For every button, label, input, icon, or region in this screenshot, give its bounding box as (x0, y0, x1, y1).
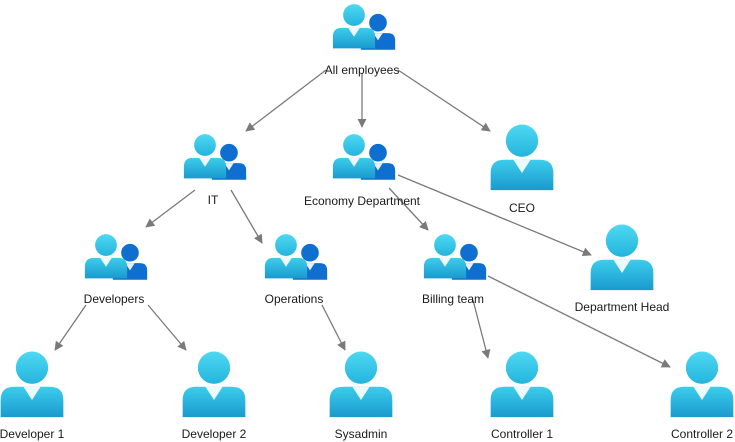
label-it: IT (207, 193, 219, 207)
node-all-employees[interactable] (332, 4, 396, 50)
person-icon (0, 351, 64, 418)
edge-developers-to-developer_1 (54, 304, 87, 351)
edge-billing_team-to-controller_2 (487, 275, 671, 368)
node-economy-department[interactable] (332, 134, 396, 180)
node-ceo[interactable] (490, 124, 554, 191)
person-icon (182, 351, 246, 418)
label-controller-2: Controller 2 (670, 427, 734, 441)
label-developer-1: Developer 1 (0, 427, 65, 441)
group-icon (332, 4, 396, 50)
edge-operations-to-sysadmin (321, 304, 346, 351)
edge-all_employees-to-it (245, 69, 327, 132)
node-it[interactable] (183, 134, 247, 180)
edge-it-to-operations (230, 189, 263, 244)
label-department-head: Department Head (574, 300, 670, 314)
person-icon (590, 224, 654, 291)
group-icon (84, 234, 148, 280)
edge-all_employees-to-ceo (397, 69, 491, 132)
node-department-head[interactable] (590, 224, 654, 291)
node-developers[interactable] (84, 234, 148, 280)
node-sysadmin[interactable] (329, 351, 393, 418)
label-all-employees: All employees (324, 63, 400, 77)
group-icon (332, 134, 396, 180)
node-billing-team[interactable] (423, 234, 487, 280)
node-controller-2[interactable] (670, 351, 734, 418)
group-icon (264, 234, 328, 280)
edge-it-to-developers (145, 189, 196, 228)
label-sysadmin: Sysadmin (334, 427, 388, 441)
edge-economy_department-to-billing_team (388, 187, 429, 231)
label-economy-department: Economy Department (303, 194, 421, 208)
person-icon (670, 351, 734, 418)
label-developers: Developers (83, 292, 145, 306)
person-icon (490, 351, 554, 418)
label-billing-team: Billing team (421, 292, 485, 306)
node-developer-2[interactable] (182, 351, 246, 418)
node-controller-1[interactable] (490, 351, 554, 418)
label-ceo: CEO (508, 201, 536, 215)
group-icon (423, 234, 487, 280)
edge-billing_team-to-controller_1 (472, 299, 491, 359)
edge-developers-to-developer_2 (147, 304, 187, 351)
label-controller-1: Controller 1 (490, 427, 554, 441)
label-operations: Operations (264, 292, 324, 306)
label-developer-2: Developer 2 (181, 427, 247, 441)
node-operations[interactable] (264, 234, 328, 280)
person-icon (490, 124, 554, 191)
edge-economy_department-to-department_head (397, 174, 592, 257)
node-developer-1[interactable] (0, 351, 64, 418)
person-icon (329, 351, 393, 418)
group-icon (183, 134, 247, 180)
